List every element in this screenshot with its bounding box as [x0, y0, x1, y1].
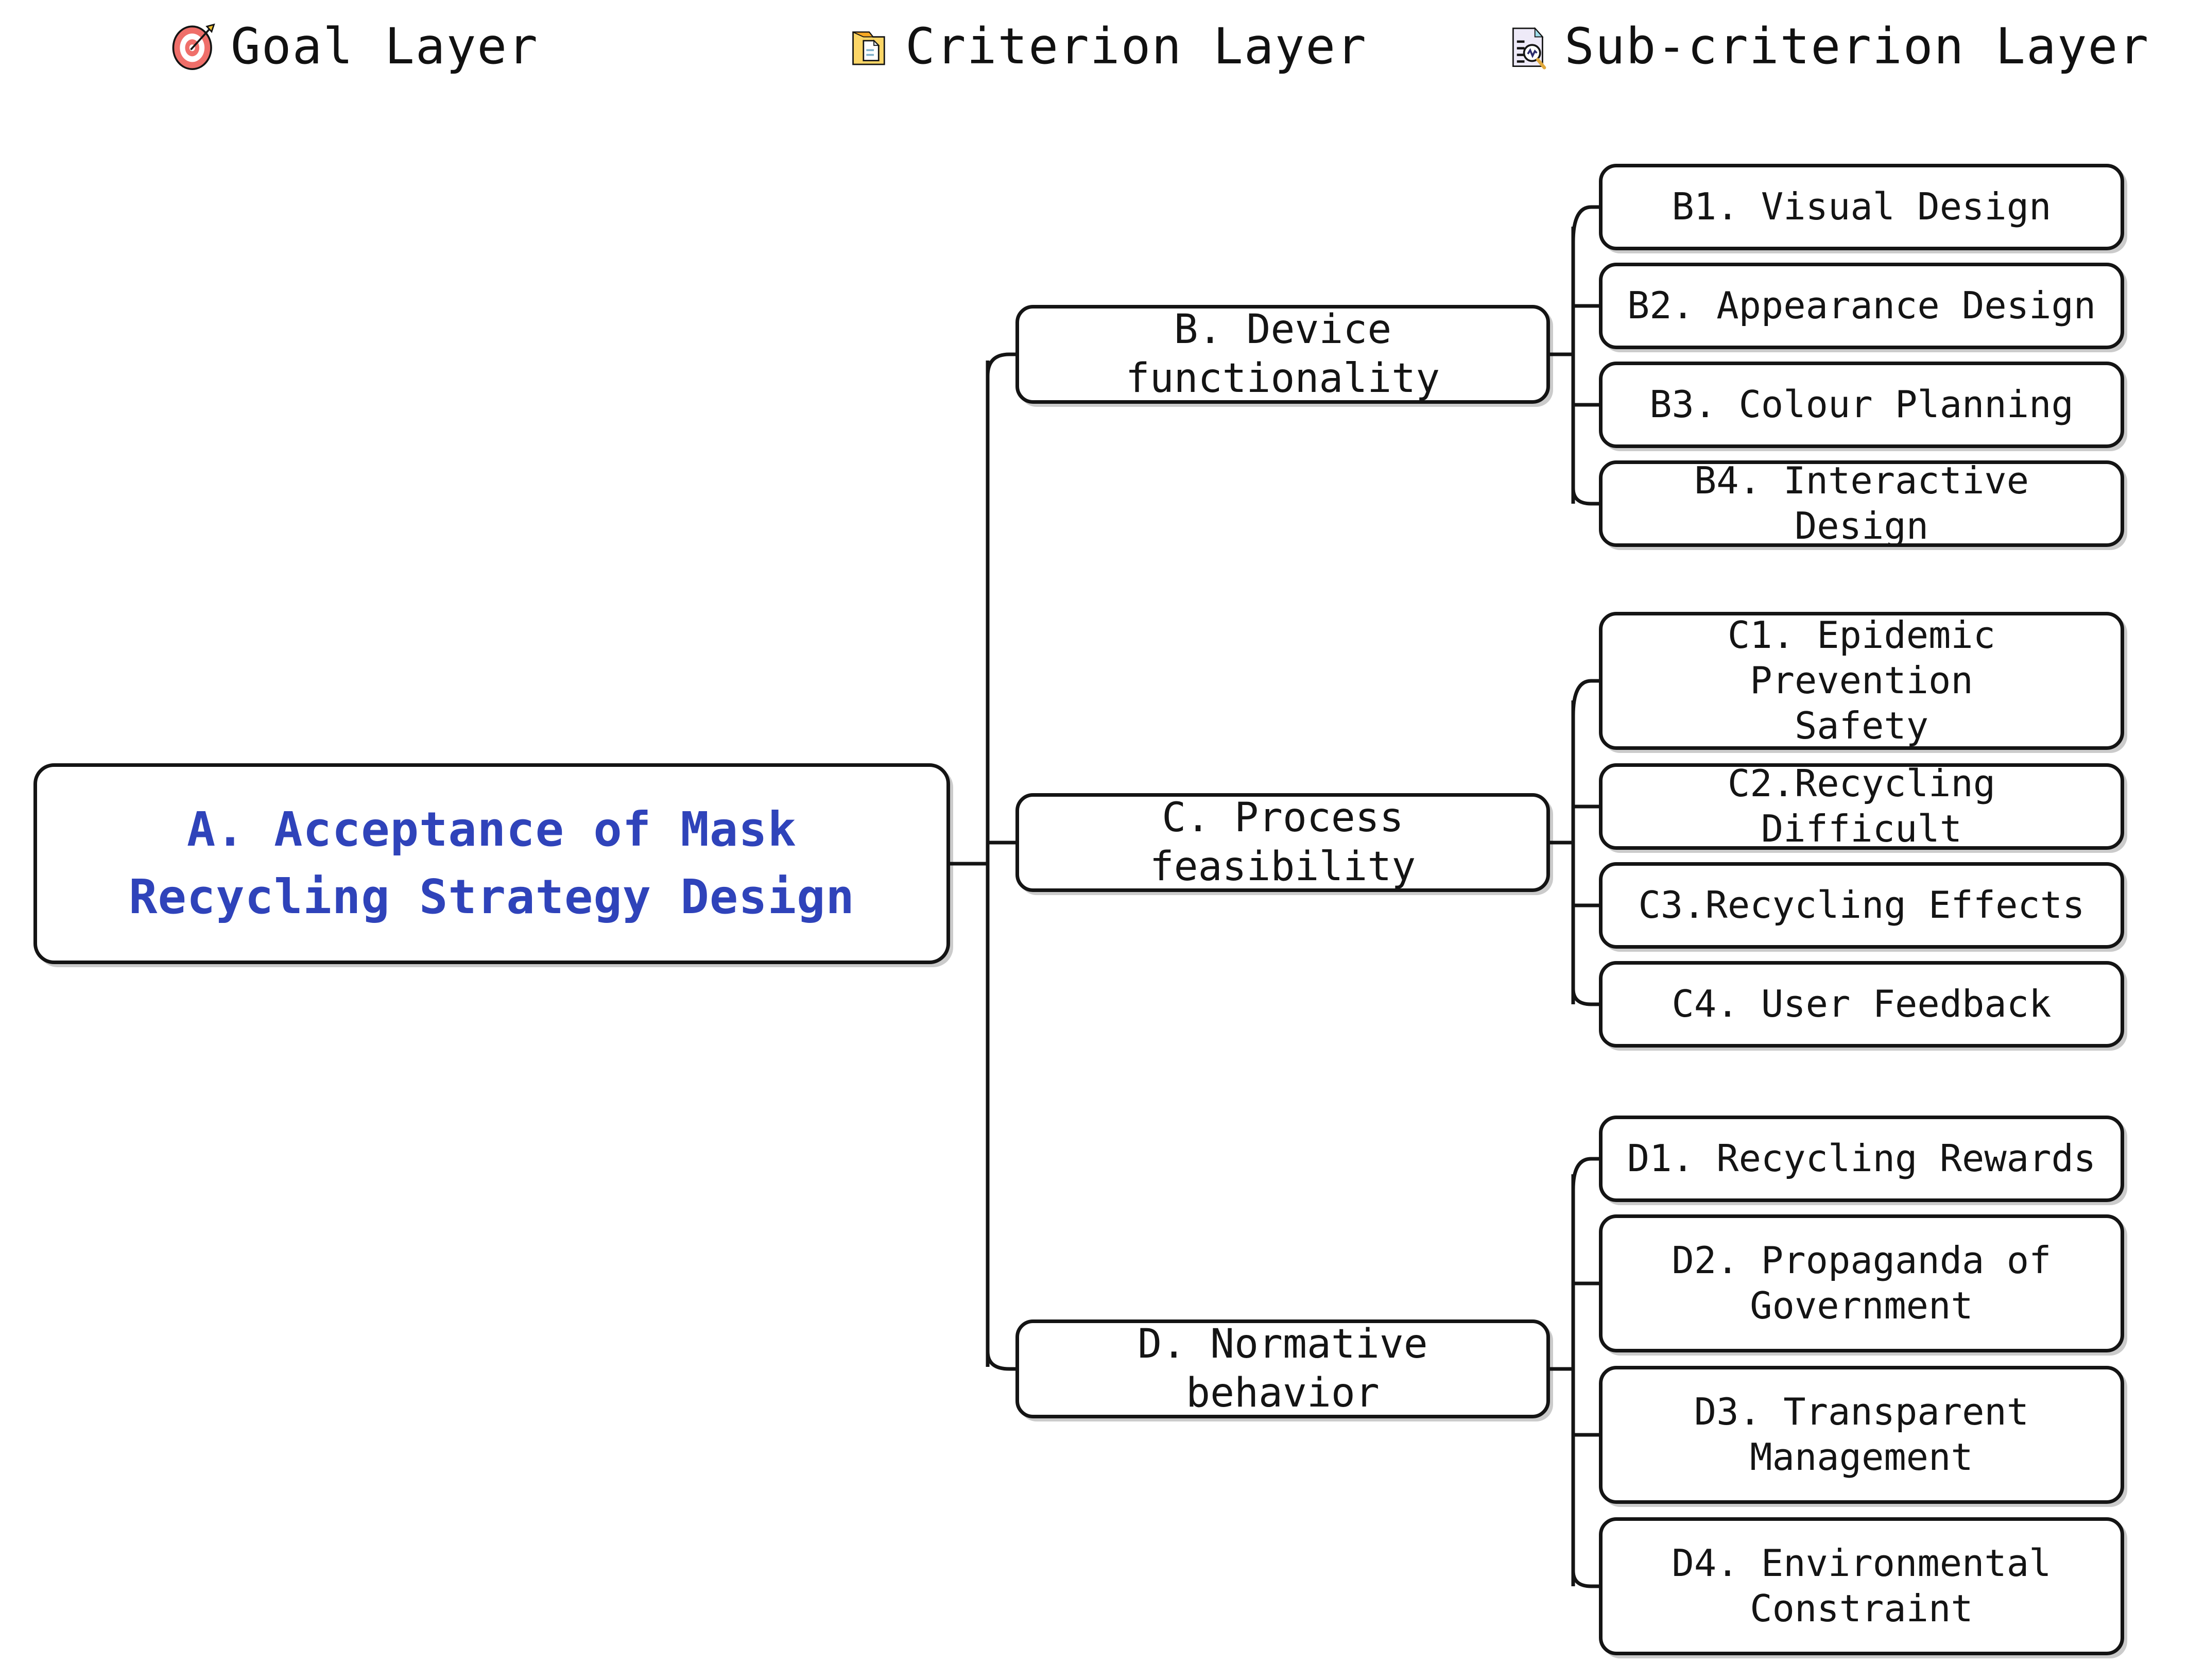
- edge-d-d1: [1571, 1157, 1599, 1190]
- edge-a-b: [986, 352, 1015, 376]
- criterion-node-d[interactable]: D. Normative behavior: [1015, 1319, 1550, 1418]
- sub-criterion-node-b3-label: B3. Colour Planning: [1649, 383, 2074, 426]
- sub-criterion-node-c4[interactable]: C4. User Feedback: [1599, 961, 2124, 1048]
- sub-criterion-node-b1-label: B1. Visual Design: [1672, 185, 2052, 229]
- sub-criterion-node-c1[interactable]: C1. Epidemic Prevention Safety: [1599, 612, 2124, 750]
- edge-c-c1: [1571, 679, 1599, 716]
- legend-label-sub-criterion-layer: Sub-criterion Layer: [1564, 18, 2150, 75]
- edge-c-c4: [1571, 988, 1599, 1006]
- sub-criterion-node-c2-label: C2.Recycling Difficult: [1727, 762, 1996, 850]
- sub-criterion-node-d3-label: D3. Transparent Management: [1694, 1390, 2029, 1479]
- sub-criterion-node-d3[interactable]: D3. Transparent Management: [1599, 1366, 2124, 1504]
- sub-criterion-node-d2-label: D2. Propaganda of Government: [1672, 1239, 2052, 1327]
- edge-a-d: [986, 1351, 1015, 1371]
- sub-criterion-node-b2-label: B2. Appearance Design: [1627, 284, 2096, 328]
- legend-item-goal-layer: Goal Layer: [170, 22, 539, 71]
- criterion-node-d-label: D. Normative behavior: [1138, 1321, 1428, 1416]
- sub-criterion-node-c3-label: C3.Recycling Effects: [1638, 883, 2085, 927]
- sub-criterion-node-d1-label: D1. Recycling Rewards: [1627, 1137, 2096, 1180]
- sub-criterion-node-c2[interactable]: C2.Recycling Difficult: [1599, 762, 2124, 850]
- edge-b-b4: [1571, 488, 1599, 506]
- goal-node-a[interactable]: A. Acceptance of Mask Recycling Strategy…: [33, 763, 950, 964]
- sub-criterion-node-b1[interactable]: B1. Visual Design: [1599, 164, 2124, 250]
- sub-criterion-node-c1-label: C1. Epidemic Prevention Safety: [1727, 613, 1996, 747]
- layer-legend: Goal Layer Criterion Layer: [0, 0, 2205, 98]
- page-with-magnifier-icon: [1504, 23, 1551, 70]
- goal-node-label: A. Acceptance of Mask Recycling Strategy…: [129, 802, 855, 924]
- legend-item-criterion-layer: Criterion Layer: [845, 22, 1367, 71]
- sub-criterion-node-b4-label: B4. Interactive Design: [1694, 459, 2029, 547]
- edge-d-d4: [1571, 1570, 1599, 1588]
- criterion-node-b-label: B. Device functionality: [1125, 306, 1440, 402]
- sub-criterion-node-d4[interactable]: D4. Environmental Constraint: [1599, 1517, 2124, 1655]
- sub-criterion-node-b2[interactable]: B2. Appearance Design: [1599, 263, 2124, 349]
- edge-b-b1: [1571, 205, 1599, 243]
- legend-label-goal-layer: Goal Layer: [231, 18, 539, 75]
- legend-label-criterion-layer: Criterion Layer: [905, 18, 1367, 75]
- sub-criterion-node-d4-label: D4. Environmental Constraint: [1672, 1541, 2052, 1630]
- legend-item-sub-criterion-layer: Sub-criterion Layer: [1504, 22, 2149, 71]
- card-index-divider-icon: [845, 23, 892, 70]
- sub-criterion-node-c4-label: C4. User Feedback: [1672, 982, 2052, 1026]
- criterion-node-c-label: C. Process feasibility: [1149, 794, 1416, 890]
- sub-criterion-node-b3[interactable]: B3. Colour Planning: [1599, 362, 2124, 448]
- criterion-node-c[interactable]: C. Process feasibility: [1015, 793, 1550, 892]
- sub-criterion-node-b4[interactable]: B4. Interactive Design: [1599, 459, 2124, 547]
- dartboard-icon: [170, 23, 217, 70]
- sub-criterion-node-c3[interactable]: C3.Recycling Effects: [1599, 862, 2124, 949]
- sub-criterion-node-d1[interactable]: D1. Recycling Rewards: [1599, 1116, 2124, 1202]
- sub-criterion-node-d2[interactable]: D2. Propaganda of Government: [1599, 1214, 2124, 1352]
- criterion-node-b[interactable]: B. Device functionality: [1015, 305, 1550, 404]
